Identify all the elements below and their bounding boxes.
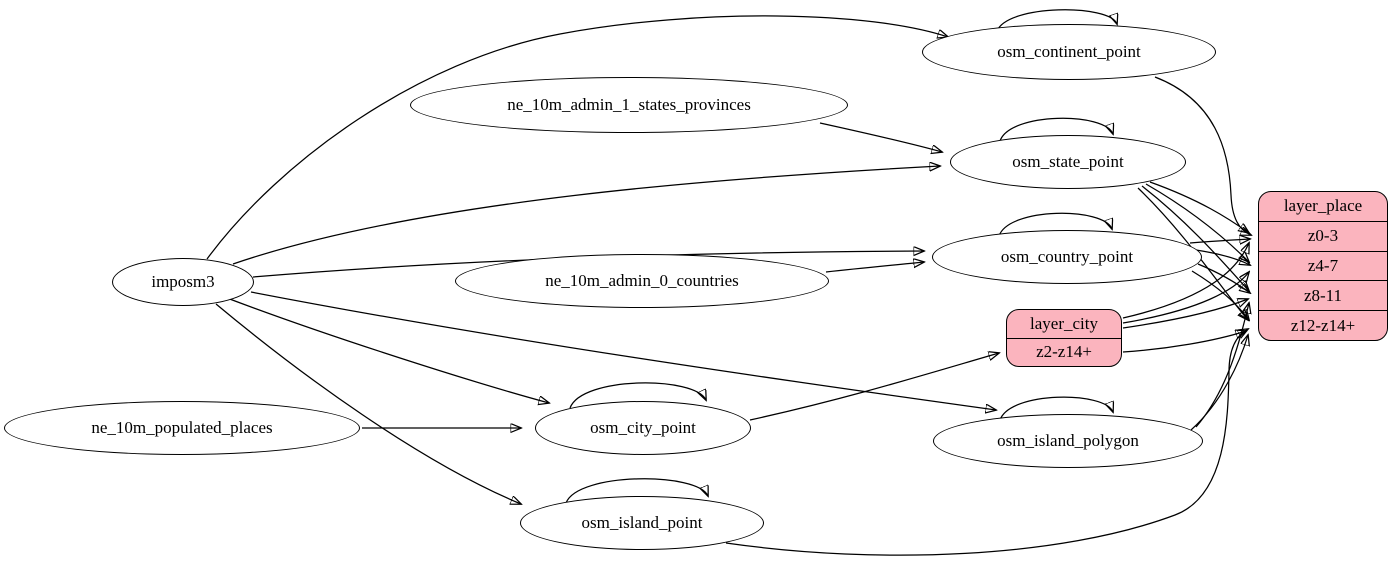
node-osm_state_point: osm_state_point (950, 135, 1186, 189)
node-ne_10m_admin_0_countries: ne_10m_admin_0_countries (455, 254, 829, 308)
node-ne_10m_populated_places: ne_10m_populated_places (4, 401, 360, 455)
node-osm_continent_point: osm_continent_point (922, 24, 1216, 80)
node-osm_country_point-label: osm_country_point (1000, 247, 1134, 266)
record-layer_city: layer_city z2-z14+ (1006, 309, 1122, 367)
edge-layer_city-z12-z14 (1122, 331, 1246, 353)
edge-ne_10m_admin_0_countries-osm_country_point (825, 262, 924, 273)
edge-imposm3-osm_island_polygon (250, 291, 996, 410)
node-osm_island_point: osm_island_point (520, 496, 764, 550)
edge-ne_10m_admin_1_states_provinces-osm_state_point (819, 122, 942, 152)
node-imposm3-label: imposm3 (151, 272, 215, 291)
edge-layer_city-z4-7 (1122, 272, 1249, 324)
edge-osm_city_point-layer_city (749, 353, 999, 421)
self-loop-osm_island_point (565, 478, 708, 504)
node-osm_country_point: osm_country_point (932, 230, 1202, 284)
edge-imposm3-osm_continent_point (206, 15, 948, 260)
node-osm_city_point-label: osm_city_point (590, 418, 696, 437)
node-ne_10m_populated_places-label: ne_10m_populated_places (91, 418, 273, 437)
edge-layer_city-z8-11 (1122, 299, 1248, 329)
edge-layer_city-z0-3 (1122, 243, 1249, 319)
node-ne_10m_admin_1_states_provinces: ne_10m_admin_1_states_provinces (410, 77, 848, 133)
edge-osm_country_point-z8-11 (1197, 263, 1250, 293)
edge-imposm3-osm_island_point (215, 303, 521, 504)
node-osm_island_polygon-label: osm_island_polygon (997, 431, 1139, 450)
node-ne_10m_admin_0_countries-label: ne_10m_admin_0_countries (545, 271, 739, 290)
edge-osm_state_point-z12-z14 (1137, 187, 1248, 320)
self-loop-osm_country_point (998, 212, 1112, 237)
node-osm_city_point: osm_city_point (535, 401, 751, 455)
record-layer_place-row-z4-7: z4-7 (1259, 250, 1387, 281)
record-layer_place-row-z8-11: z8-11 (1259, 280, 1387, 310)
node-osm_continent_point-label: osm_continent_point (997, 42, 1141, 61)
record-layer_city-row-z2-z14: z2-z14+ (1007, 337, 1121, 367)
self-loop-osm_continent_point (996, 9, 1117, 32)
edge-imposm3-osm_state_point (232, 166, 940, 265)
node-osm_island_point-label: osm_island_point (581, 513, 703, 532)
node-imposm3: imposm3 (112, 258, 254, 306)
record-layer_place: layer_place z0-3 z4-7 z8-11 z12-z14+ (1258, 191, 1388, 341)
node-osm_island_polygon: osm_island_polygon (933, 414, 1203, 468)
record-layer_city-title: layer_city (1030, 313, 1098, 333)
edge-osm_island_polygon-z12-z14 (1190, 335, 1248, 431)
record-layer_place-row-z12-z14: z12-z14+ (1259, 310, 1387, 340)
edge-osm_country_point-z0-3 (1189, 239, 1250, 243)
self-loop-osm_island_polygon (999, 396, 1113, 421)
self-loop-osm_state_point (999, 117, 1113, 142)
edge-osm_country_point-z4-7 (1195, 249, 1250, 265)
node-osm_state_point-label: osm_state_point (1012, 152, 1124, 171)
node-ne_10m_admin_1_states_provinces-label: ne_10m_admin_1_states_provinces (507, 95, 751, 114)
record-layer_place-row-z0-3: z0-3 (1259, 220, 1387, 251)
edge-osm_island_polygon-z8-11 (1195, 303, 1249, 428)
self-loop-osm_city_point (569, 382, 706, 409)
record-layer_place-title: layer_place (1283, 196, 1363, 216)
edge-osm_island_point-z12-z14 (725, 329, 1248, 556)
edge-imposm3-osm_city_point (226, 297, 549, 403)
edge-osm_state_point-z0-3 (1149, 181, 1249, 233)
